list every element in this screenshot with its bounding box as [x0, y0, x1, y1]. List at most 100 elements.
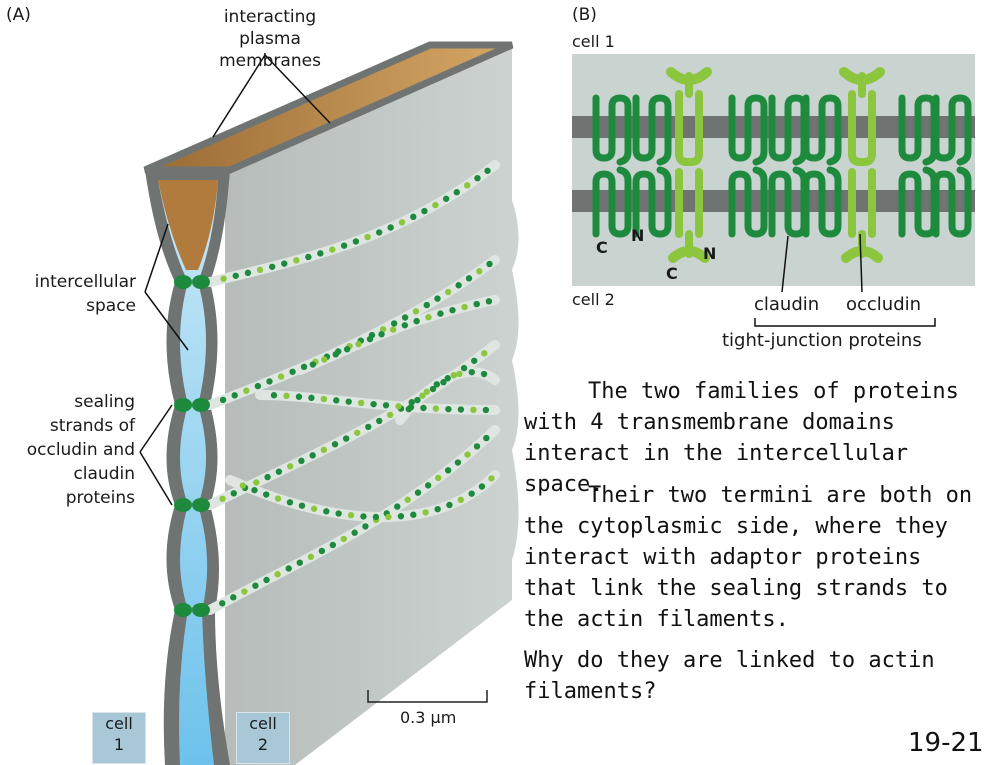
- strand-particle: [468, 368, 475, 376]
- strand-particle: [219, 396, 227, 404]
- strand-particle: [310, 505, 318, 512]
- strand-particle: [343, 346, 351, 353]
- strand-particle: [395, 403, 402, 410]
- strand-particle: [264, 473, 271, 481]
- strand-particle: [300, 363, 308, 371]
- strand-particle: [423, 301, 430, 309]
- occludin-protein: [841, 246, 883, 263]
- strand-particle: [220, 275, 227, 282]
- occludin-protein: [668, 246, 710, 263]
- strand-particle: [309, 361, 317, 368]
- cell-2-label: cell 2: [572, 290, 615, 309]
- strand-particle: [298, 502, 306, 509]
- claudin-protein: [802, 94, 842, 166]
- strand-particle: [474, 174, 481, 182]
- strand-particle: [307, 553, 315, 561]
- kiss-points: [174, 275, 210, 617]
- n-terminus-label-1: N: [631, 226, 645, 245]
- strands-label: sealing strands of occludin and claudin …: [26, 392, 135, 508]
- cell-1-label: cell 1: [572, 32, 615, 51]
- c-terminus-label-1: C: [596, 238, 608, 257]
- strand-particle: [433, 381, 441, 388]
- strand-particle: [397, 513, 405, 520]
- strand-particle: [401, 314, 409, 321]
- strand-particle: [394, 503, 401, 510]
- strand-particle: [484, 167, 491, 174]
- strand-particle: [386, 411, 394, 419]
- strand-particle: [424, 482, 432, 489]
- strand-particle: [401, 322, 409, 329]
- scale-bar: [367, 690, 488, 703]
- strand-particle: [263, 576, 270, 584]
- strand-particle: [461, 303, 468, 311]
- strand-particle: [317, 250, 324, 257]
- page-number: 19-21: [908, 728, 984, 758]
- strand-particle: [253, 479, 260, 486]
- strand-particle: [266, 378, 273, 385]
- strand-particle: [482, 406, 490, 414]
- strand-particle: [239, 482, 247, 489]
- c-terminus-label-2: C: [666, 264, 678, 283]
- strand-particle: [437, 310, 444, 317]
- strand-particle: [445, 405, 452, 413]
- tight-junction-label: tight-junction proteins: [722, 330, 922, 351]
- strand-particle: [345, 398, 352, 405]
- strand-particle: [252, 582, 259, 589]
- strand-particle: [398, 219, 406, 226]
- strand-particle: [481, 350, 488, 357]
- strand-particle: [473, 300, 480, 308]
- strand-particle: [389, 326, 397, 333]
- strand-particle: [460, 364, 468, 372]
- claudin-protein: [632, 166, 672, 238]
- strand-particle: [342, 435, 350, 442]
- strand-particle: [457, 406, 465, 413]
- occludin-protein: [666, 67, 712, 85]
- strand-particle: [420, 404, 427, 412]
- strand-particle: [329, 541, 337, 549]
- strand-particle: [385, 513, 392, 521]
- strand-particle: [331, 441, 339, 448]
- strand-particle: [423, 388, 430, 395]
- strand-particle: [440, 379, 447, 386]
- strand-particle: [422, 509, 429, 516]
- strand-particle: [382, 402, 390, 409]
- strand-particle: [405, 405, 413, 413]
- strand-particle: [421, 207, 428, 215]
- strand-particle: [285, 565, 292, 572]
- membranes-label-1: interacting: [223, 7, 317, 27]
- claudin-label: claudin: [754, 294, 820, 315]
- strand-particle: [355, 340, 362, 348]
- claudin-protein: [728, 166, 768, 238]
- claudin-protein: [592, 94, 632, 166]
- strand-particle: [444, 288, 452, 296]
- strand-particle: [429, 385, 437, 393]
- strand-particle: [274, 571, 281, 578]
- strand-particle: [275, 468, 283, 475]
- strand-particle: [446, 501, 453, 509]
- occludin-protein: [839, 67, 885, 85]
- strand-particle: [244, 269, 252, 277]
- strand-particle: [483, 434, 490, 442]
- strand-particle: [281, 260, 288, 267]
- strand-particle: [468, 490, 475, 497]
- strand-particle: [230, 594, 237, 601]
- strand-particle: [455, 282, 462, 289]
- strand-particle: [283, 392, 290, 400]
- space-label-1: intercellular: [34, 272, 136, 292]
- strand-particle: [262, 491, 270, 498]
- strand-particle: [365, 423, 372, 431]
- strand-particle: [419, 392, 426, 399]
- strand-particle: [219, 600, 226, 607]
- strand-particle: [270, 392, 278, 399]
- strand-particle: [414, 489, 422, 496]
- claudin-protein: [802, 166, 842, 238]
- strand-particle: [486, 260, 493, 268]
- strand-particle: [434, 295, 441, 302]
- strand-particle: [298, 457, 305, 465]
- strand-particle: [231, 392, 238, 399]
- strand-particle: [432, 201, 439, 209]
- strand-particle: [476, 268, 483, 275]
- strand-particle: [241, 588, 248, 595]
- strand-particle: [478, 483, 486, 490]
- intercellular-fluid: [158, 180, 218, 765]
